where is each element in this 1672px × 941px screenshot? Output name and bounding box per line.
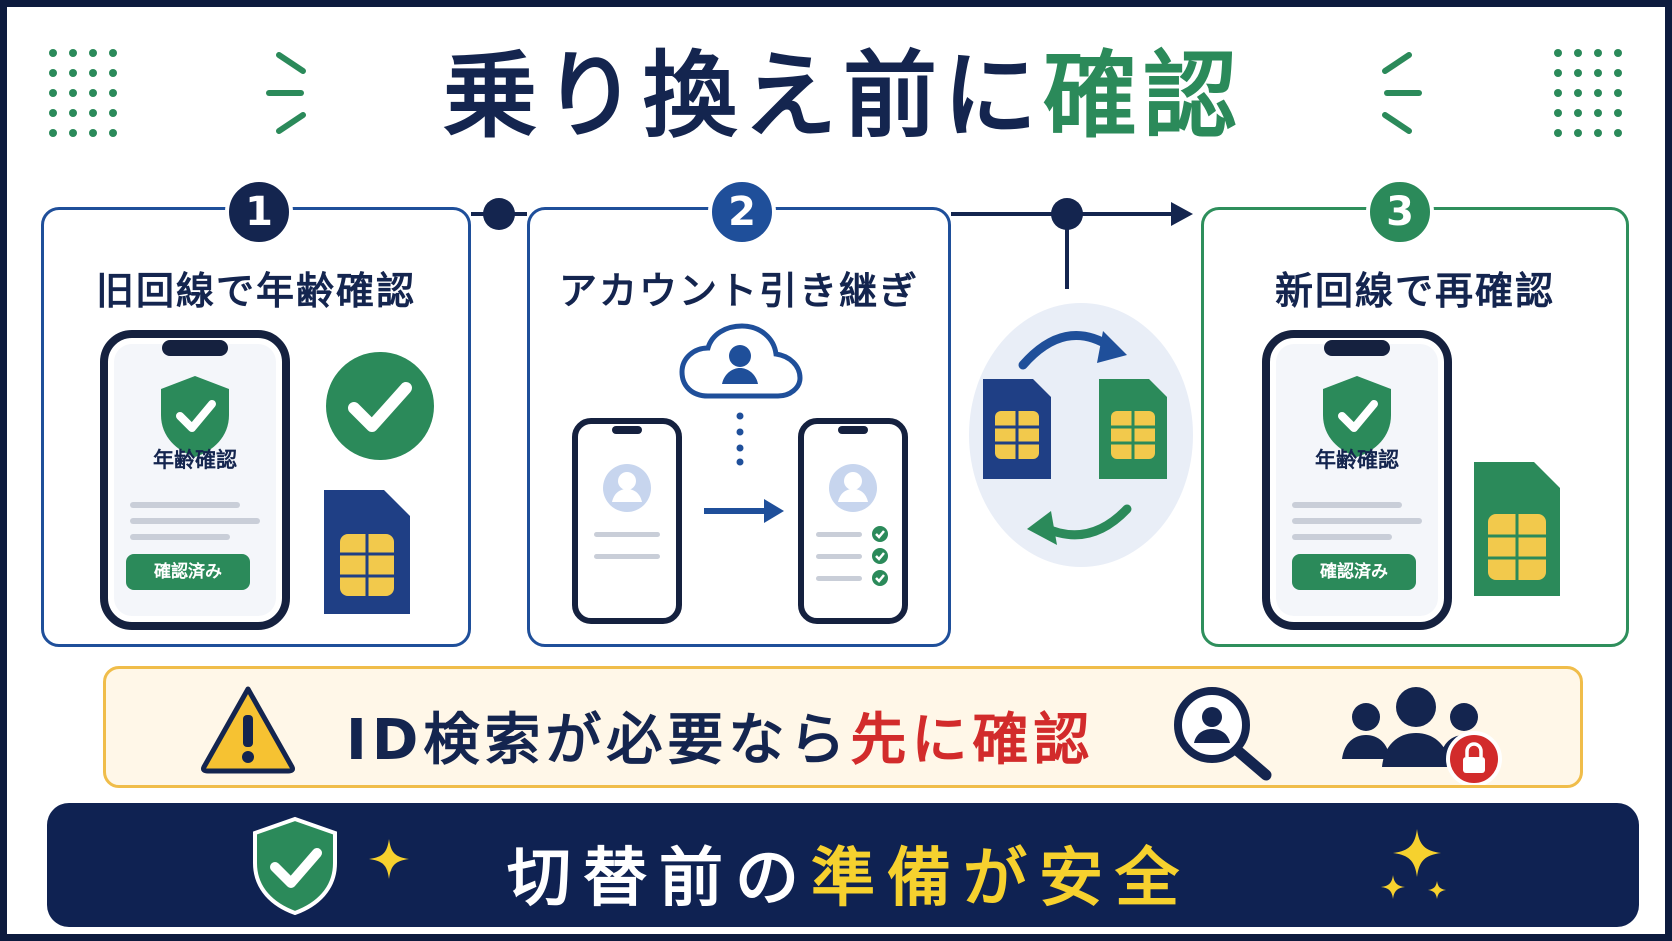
step-label: 新回線で再確認 [1274, 269, 1555, 313]
arrow-right-icon [1171, 202, 1193, 226]
warning-bar: ID検索が必要なら先に確認 [103, 666, 1583, 788]
swap-arrows-icon [969, 303, 1193, 567]
verified-button: 確認済み [126, 554, 250, 590]
shield-check-icon [253, 816, 337, 915]
step-panel-1: 1 旧回線で年齢確認 年齢確認 確認済み [41, 178, 471, 647]
check-circle-icon [326, 352, 434, 460]
title-accent: 確認 [1043, 42, 1244, 151]
phone-icon [572, 418, 682, 624]
screen-label: 年齢確認 [153, 448, 237, 472]
footer-text: 切替前の準備が安全 [507, 827, 1191, 919]
dotted-link [736, 412, 744, 466]
arrow-right-icon [704, 499, 784, 523]
sim-card-icon [1474, 462, 1560, 596]
phone-icon [798, 418, 908, 624]
step-badge: 3 [1366, 178, 1434, 246]
footer-text-highlight: 準備が安全 [811, 842, 1191, 916]
step-panel-3: 3 新回線で再確認 年齢確認 確認済み [1201, 178, 1629, 647]
step-label: アカウント引き継ぎ [558, 269, 919, 313]
warning-text-main: ID検索が必要なら [346, 708, 851, 773]
connector-node [483, 198, 515, 230]
sim-card-icon [983, 379, 1051, 479]
dot-grid-left [49, 49, 117, 137]
footer-banner: 切替前の準備が安全 [47, 803, 1639, 927]
warning-text: ID検索が必要なら先に確認 [346, 695, 1094, 776]
cloud-user-icon [679, 323, 803, 399]
warning-text-alert: 先に確認 [850, 708, 1095, 773]
step-badge: 2 [708, 178, 776, 246]
title-emphasis-left [266, 52, 306, 134]
step-label: 旧回線で年齢確認 [95, 269, 416, 313]
group-lock-icon [1342, 687, 1502, 785]
warning-triangle-icon [201, 686, 295, 774]
title-emphasis-right [1382, 52, 1422, 134]
verified-button: 確認済み [1292, 554, 1416, 590]
footer-text-main: 切替前の [507, 842, 811, 916]
phone-icon [100, 330, 290, 630]
step-badge: 1 [225, 178, 293, 246]
sim-card-icon [1099, 379, 1167, 479]
shield-check-icon [1323, 376, 1391, 457]
step-panel-2: 2 アカウント引き継ぎ [527, 178, 951, 647]
dot-grid-right [1554, 49, 1622, 137]
sim-card-icon [324, 490, 410, 614]
title-main: 乗り換え前に [442, 42, 1043, 151]
page-title: 乗り換え前に確認 [7, 45, 1672, 148]
shield-check-icon [161, 376, 229, 457]
sparkle-icon [1381, 829, 1446, 899]
step-connector [471, 198, 1193, 289]
user-search-icon [1174, 687, 1272, 781]
phone-icon [1262, 330, 1452, 630]
screen-label: 年齢確認 [1315, 448, 1399, 472]
sparkle-icon [369, 839, 409, 879]
